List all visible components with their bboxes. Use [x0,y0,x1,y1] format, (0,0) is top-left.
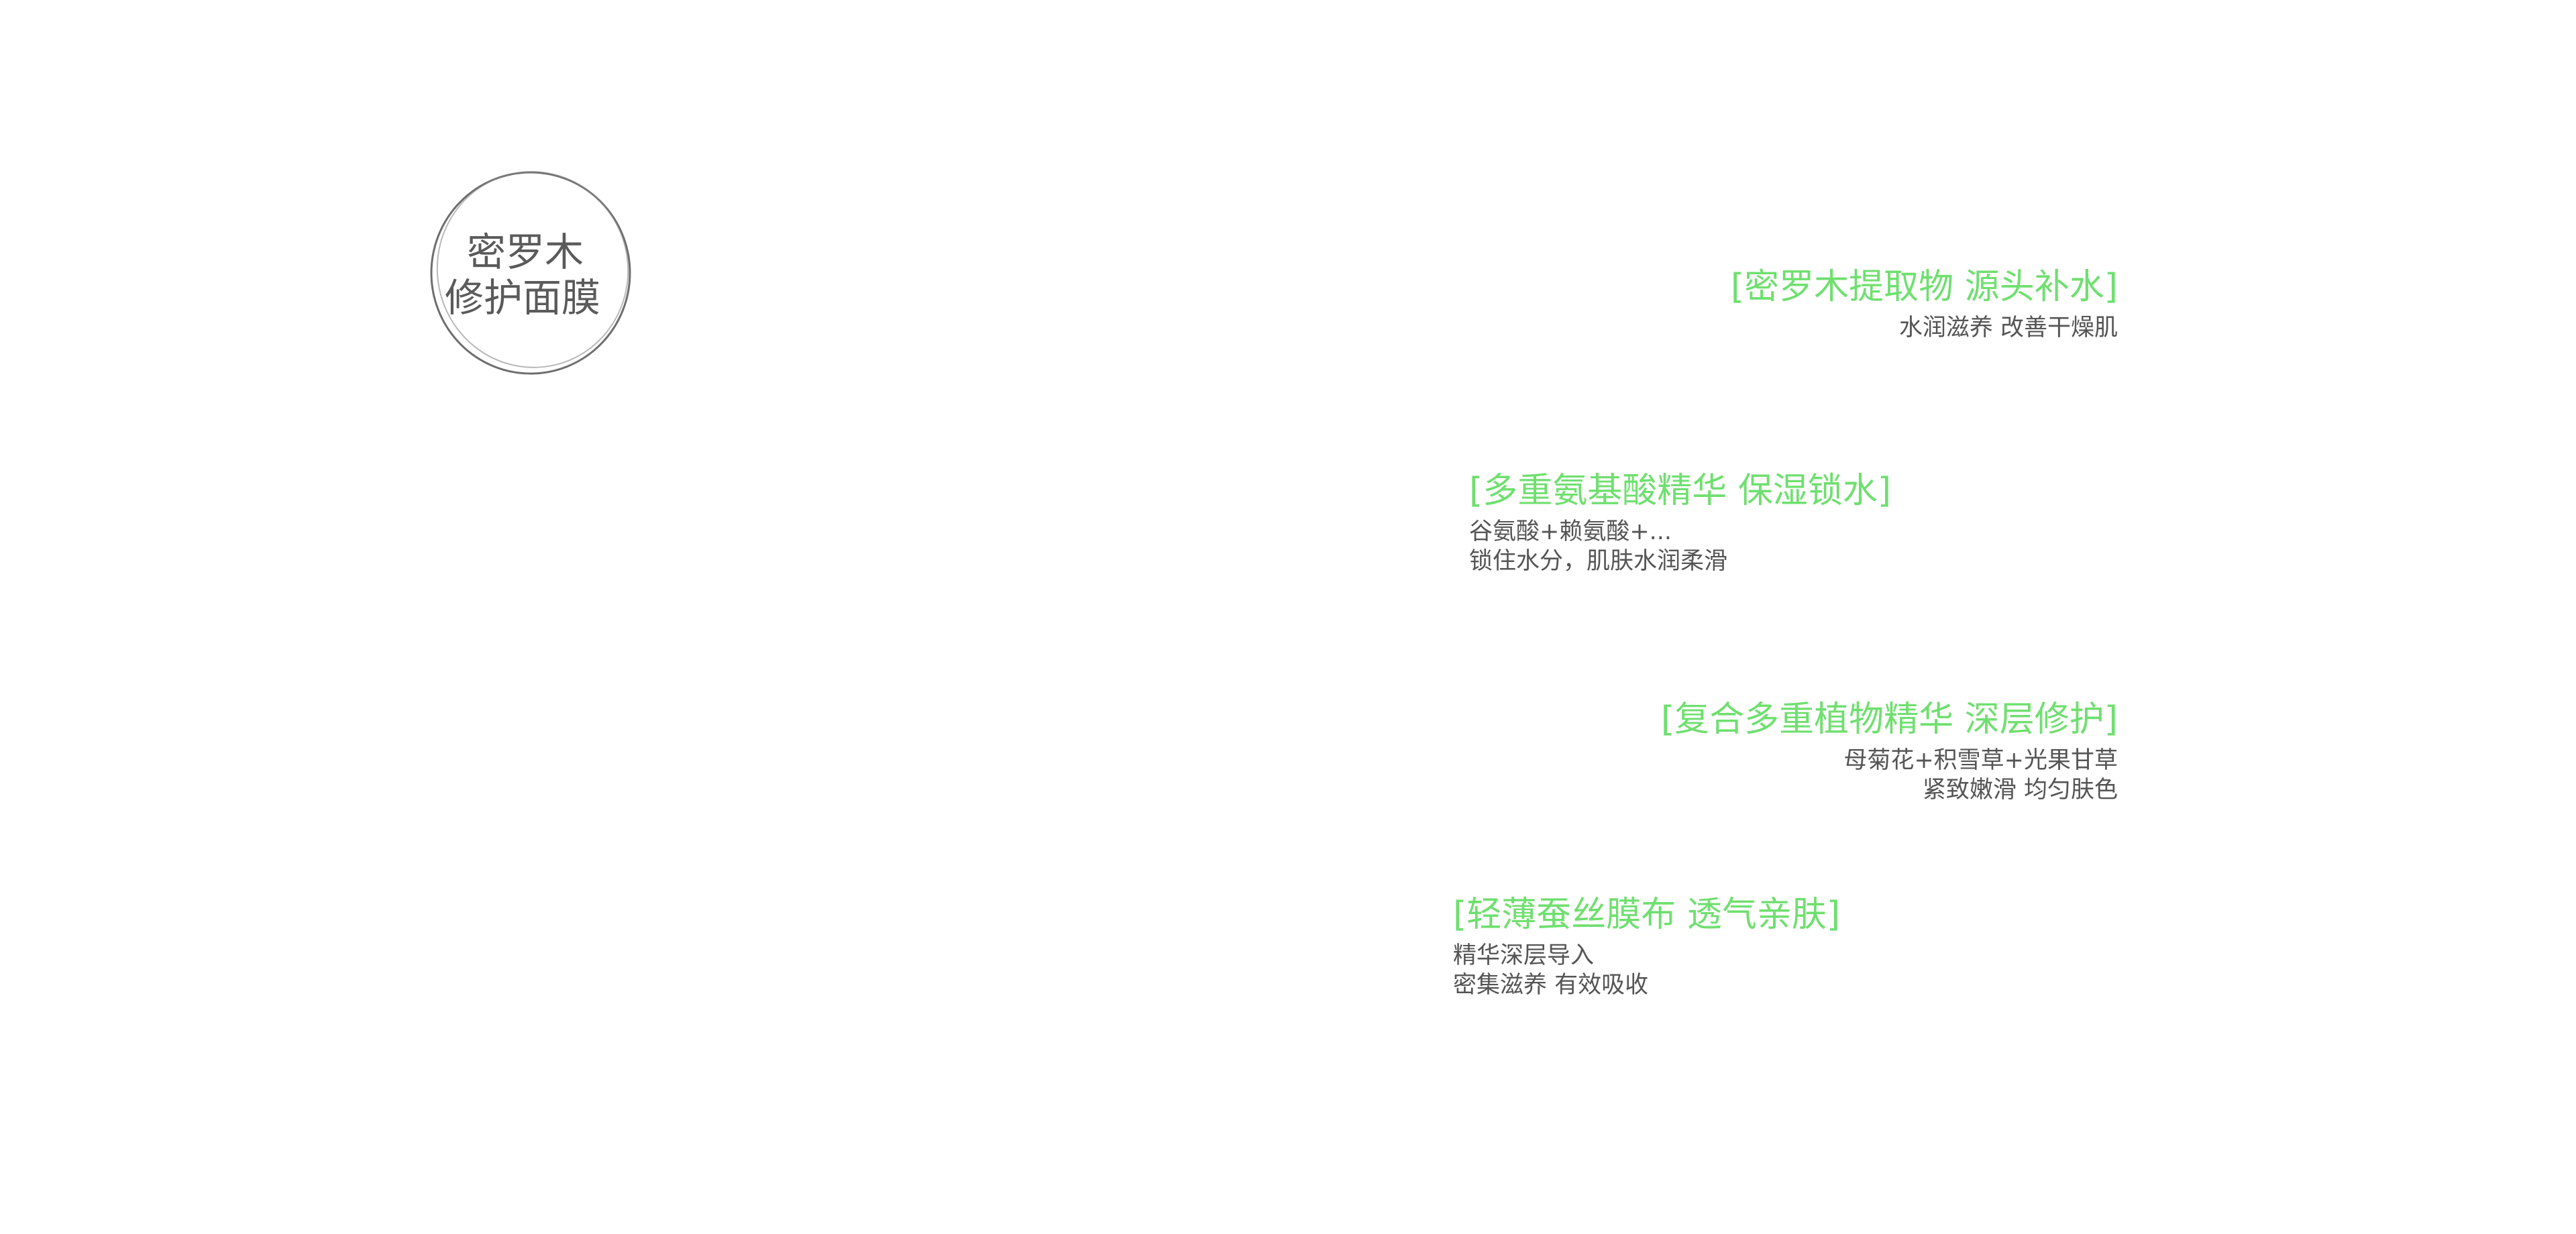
product-badge: 密罗木 修护面膜 [427,168,635,378]
feature-block-1: [密罗木提取物 源头补水] 水润滋养 改善干燥肌 [1731,266,2118,343]
feature-block-4: [轻薄蚕丝膜布 透气亲肤] 精华深层导入 密集滋养 有效吸收 [1453,894,1840,1000]
feature-title: [密罗木提取物 源头补水] [1730,267,2118,307]
feature-line: 母菊花+积雪草+光果甘草 [1843,747,2118,774]
feature-title: [多重氨基酸精华 保湿锁水] [1469,471,1892,511]
feature-block-2: [多重氨基酸精华 保湿锁水] 谷氨酸+赖氨酸+... 锁住水分，肌肤水润柔滑 [1469,470,1891,576]
feature-line: 谷氨酸+赖氨酸+... [1469,518,1672,545]
badge-title-line1: 密罗木 [466,229,584,275]
feature-line: 紧致嫩滑 均匀肤色 [1922,777,2118,803]
feature-line: 密集滋养 有效吸收 [1453,972,1649,999]
feature-title: [复合多重植物精华 深层修护] [1660,699,2118,740]
badge-title-line2: 修护面膜 [444,275,600,321]
feature-line: 水润滋养 改善干燥肌 [1898,315,2118,341]
feature-line: 精华深层导入 [1453,942,1595,969]
feature-block-3: [复合多重植物精华 深层修护] 母菊花+积雪草+光果甘草 紧致嫩滑 均匀肤色 [1661,699,2118,805]
ring-icon [430,171,631,375]
feature-title: [轻薄蚕丝膜布 透气亲肤] [1453,895,1841,935]
feature-line: 锁住水分，肌肤水润柔滑 [1469,548,1728,575]
